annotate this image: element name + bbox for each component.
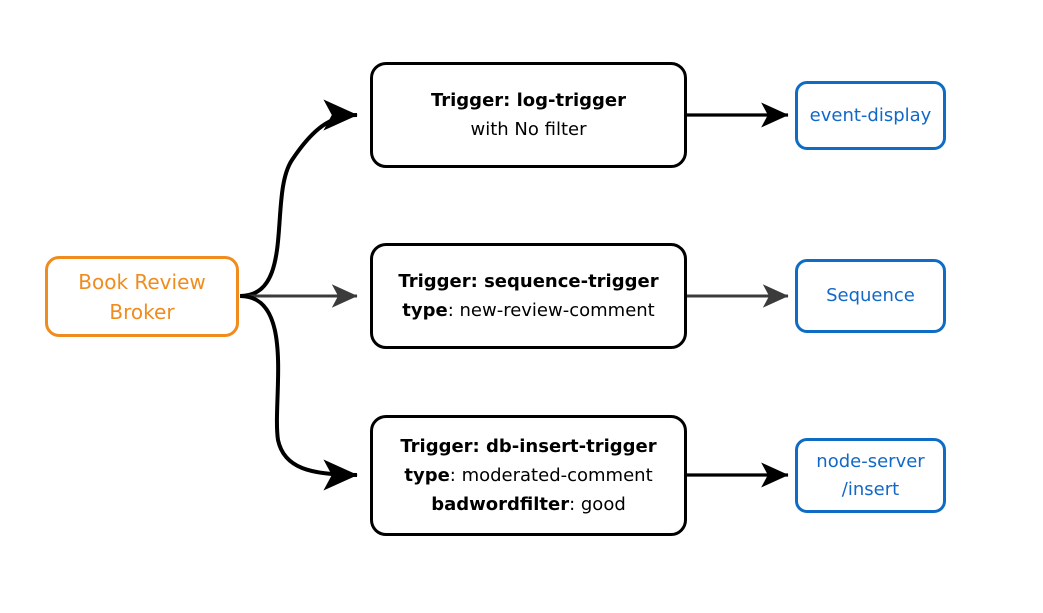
trigger-2-line-2: type: new-review-comment bbox=[402, 296, 654, 325]
trigger-2-line-1: Trigger: sequence-trigger bbox=[398, 267, 658, 296]
trigger-3-line-1-bold: Trigger: db-insert-trigger bbox=[400, 436, 657, 457]
trigger-2-line-2-rest: : new-review-comment bbox=[447, 300, 655, 321]
node-sink-sequence[interactable]: Sequence bbox=[795, 259, 946, 333]
broker-label-line-1: Book Review bbox=[78, 269, 206, 294]
sink-2-line-1: Sequence bbox=[826, 285, 915, 306]
trigger-3-line-3: badwordfilter: good bbox=[431, 490, 626, 519]
sink-3-line-1: node-server bbox=[816, 450, 925, 472]
trigger-3-line-2: type: moderated-comment bbox=[404, 461, 652, 490]
trigger-2-line-1-bold: Trigger: sequence-trigger bbox=[398, 271, 659, 292]
trigger-3-line-1: Trigger: db-insert-trigger bbox=[400, 432, 656, 461]
trigger-1-line-1-bold: Trigger: log-trigger bbox=[430, 90, 627, 111]
trigger-2-line-2-bold: type bbox=[402, 300, 448, 321]
node-book-review-broker[interactable]: Book Review Broker bbox=[45, 256, 239, 337]
trigger-1-line-2-rest: with No filter bbox=[470, 119, 587, 140]
edge-broker-to-log-trigger bbox=[239, 99, 358, 298]
trigger-1-line-1: Trigger: log-trigger bbox=[431, 86, 626, 115]
node-sink-node-server-insert[interactable]: node-server /insert bbox=[795, 438, 946, 513]
broker-label-line-2: Broker bbox=[109, 299, 175, 324]
node-trigger-log-trigger[interactable]: Trigger: log-trigger with No filter bbox=[370, 62, 687, 168]
sink-1-line-1: event-display bbox=[809, 104, 932, 126]
node-trigger-db-insert-trigger[interactable]: Trigger: db-insert-trigger type: moderat… bbox=[370, 415, 687, 536]
node-trigger-sequence-trigger[interactable]: Trigger: sequence-trigger type: new-revi… bbox=[370, 243, 687, 349]
trigger-3-line-3-bold: badwordfilter bbox=[431, 494, 570, 515]
node-sink-event-display[interactable]: event-display bbox=[795, 81, 946, 150]
trigger-1-line-2: with No filter bbox=[471, 115, 587, 144]
sink-3-line-2: /insert bbox=[841, 478, 900, 500]
trigger-3-line-3-rest: : good bbox=[569, 494, 626, 515]
edge-broker-to-db-insert-trigger bbox=[239, 294, 358, 491]
trigger-3-line-2-bold: type bbox=[404, 465, 450, 486]
trigger-3-line-2-rest: : moderated-comment bbox=[449, 465, 653, 486]
